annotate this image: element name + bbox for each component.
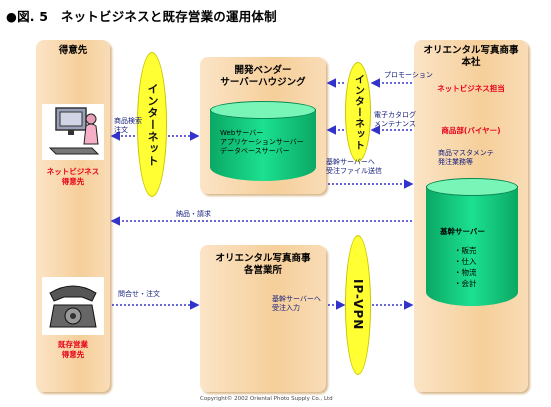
internet-ellipse-left: インターネット (137, 52, 167, 197)
telephone-icon (42, 277, 104, 335)
core-item-logistics: ・物流 (454, 268, 477, 277)
hq-panel-title-1: オリエンタル写真商事 (423, 45, 519, 56)
core-server-cylinder (426, 186, 518, 306)
existing-customer-label: 既存営業 得意先 (58, 340, 88, 359)
label-inquiry-order: 問合せ・注文 (118, 290, 160, 298)
label-product-master: 商品マスタメンテ 発注業務等 (438, 149, 494, 166)
ipvpn-ellipse-label: IP-VPN (351, 279, 365, 331)
label-core-file-send: 基幹サーバーへ 受注ファイル送信 (326, 158, 382, 175)
net-business-staff: ネットビジネス担当 (437, 84, 505, 93)
hosting-server-cylinder (210, 109, 316, 181)
net-customer-label: ネットビジネス 得意先 (46, 167, 100, 186)
computer-user-icon (42, 104, 104, 160)
core-item-accounting: ・会計 (454, 279, 477, 288)
product-dept: 商品部(バイヤー) (441, 126, 501, 135)
core-item-sales: ・販売 (454, 246, 477, 255)
core-item-purchase: ・仕入 (454, 257, 477, 266)
internet-ellipse-left-label: インターネット (146, 82, 159, 167)
branch-panel-title-1: オリエンタル写真商事 (215, 253, 311, 264)
hq-panel: オリエンタル写真商事 本社 ネットビジネス担当 商品部(バイヤー) 基幹サーバー… (414, 40, 528, 392)
label-catalog-maintenance: 電子カタログ メンテナンス (374, 111, 416, 128)
label-product-search: 商品検索 注文 (114, 117, 142, 134)
hq-panel-title-2: 本社 (461, 57, 481, 68)
label-delivery-billing: 納品・請求 (176, 210, 211, 218)
hosting-server-item-app: アプリケーションサーバー (220, 138, 304, 146)
hosting-panel: 開発ベンダー サーバーハウジング Webサーバー アプリケーションサーバー デー… (200, 57, 326, 194)
core-server-title: 基幹サーバー (440, 227, 485, 236)
hosting-server-item-web: Webサーバー (220, 129, 264, 137)
label-order-entry: 基幹サーバーへ 受注入力 (272, 295, 321, 312)
branch-panel-title-2: 各営業所 (243, 265, 282, 276)
copyright-text: Copyright© 2002 Oriental Photo Supply Co… (200, 396, 333, 402)
customer-panel-title: 得意先 (58, 45, 88, 56)
hosting-panel-title-1: 開発ベンダー (234, 65, 292, 76)
internet-ellipse-right-label: インターネット (352, 73, 364, 151)
customer-panel: 得意先 ネットビジネス 得意先 既存営業 得意先 (36, 40, 110, 392)
page-title: ●図. 5 ネットビジネスと既存営業の運用体制 (6, 9, 277, 24)
hosting-server-item-db: データベースサーバー (220, 147, 290, 155)
label-promotion: プロモーション (384, 71, 433, 79)
branch-panel: オリエンタル写真商事 各営業所 (200, 245, 326, 392)
hosting-server-cylinder-top (210, 101, 316, 119)
internet-ellipse-right: インターネット (345, 62, 371, 162)
hosting-panel-title-2: サーバーハウジング (220, 77, 306, 88)
core-server-cylinder-top (426, 178, 518, 196)
